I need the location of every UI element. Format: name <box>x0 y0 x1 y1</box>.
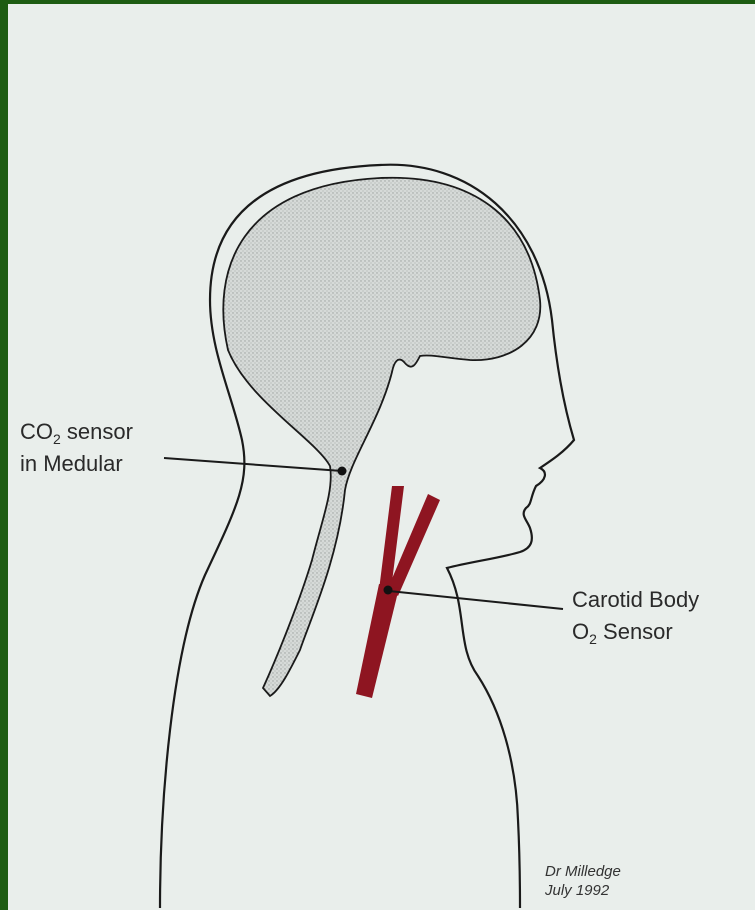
co2-leader-line <box>164 458 342 471</box>
carotid-sensor-dot <box>384 586 393 595</box>
co2-sensor-dot <box>338 467 347 476</box>
author-signature: Dr Milledge July 1992 <box>545 862 621 900</box>
carotid-sensor-label: Carotid Body O2 Sensor <box>572 584 699 648</box>
common-carotid <box>356 584 399 698</box>
co2-sensor-label: CO2 sensor in Medular <box>20 416 133 480</box>
carotid-leader-line <box>389 591 563 609</box>
